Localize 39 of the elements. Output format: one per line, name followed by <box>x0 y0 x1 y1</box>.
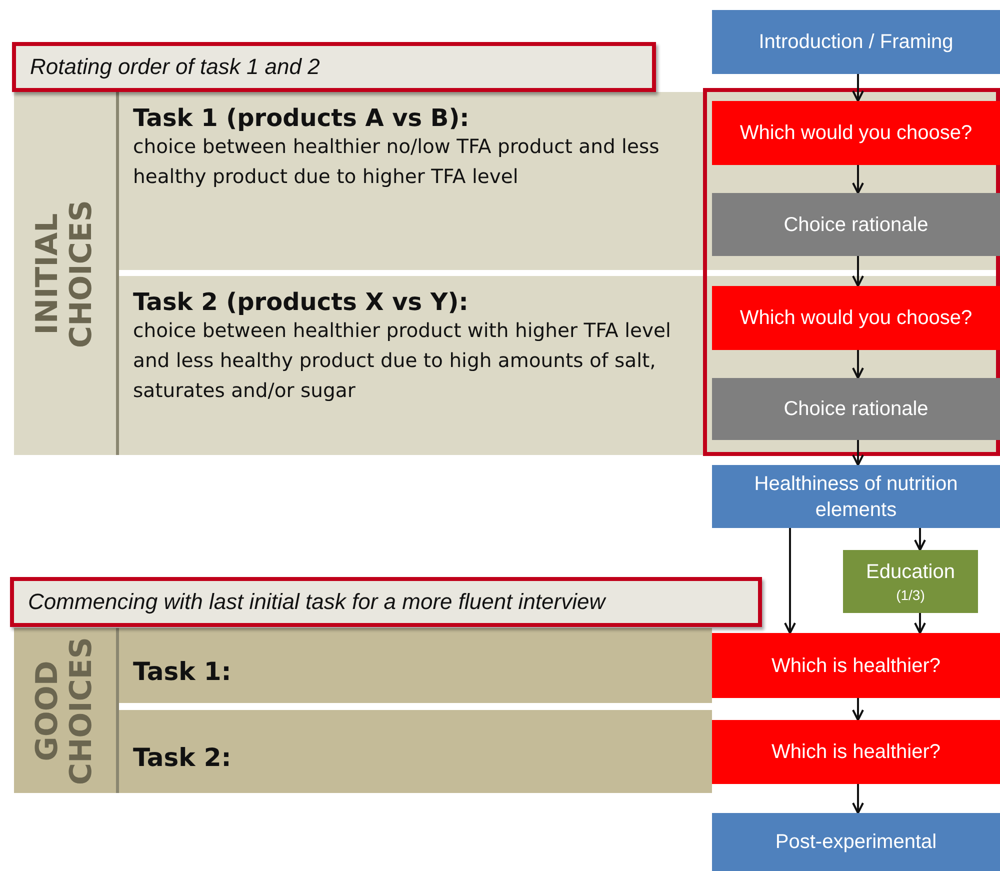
arrow <box>914 613 926 634</box>
arrow <box>852 165 864 194</box>
note-box: Rotating order of task 1 and 2 <box>12 42 656 92</box>
arrow <box>914 528 926 551</box>
section-band <box>14 92 119 455</box>
arrow <box>852 74 864 102</box>
question-box: Which would you choose? <box>712 101 1000 165</box>
arrow <box>852 350 864 379</box>
section-band <box>14 628 119 793</box>
process-box: Choice rationale <box>712 378 1000 440</box>
note-box: Commencing with last initial task for a more fluent interview <box>10 577 762 627</box>
arrow <box>784 528 796 634</box>
box-title: Education <box>866 560 955 584</box>
task-heading: Task 1 (products A vs B): <box>133 104 470 132</box>
task-description: choice between healthier no/low TFA product and less healthy product due to higher TFA level <box>133 134 660 190</box>
task-row <box>119 276 703 455</box>
arrow <box>852 440 864 466</box>
arrow <box>852 698 864 721</box>
box-note: (1/3) <box>896 586 925 604</box>
task-description: choice between healthier product with higher TFA level and less healthy product due to high amounts of salt, saturates and/or sugar <box>133 318 672 404</box>
task-row <box>119 92 703 270</box>
process-box: Healthiness of nutrition elements <box>712 465 1000 528</box>
process-box: Choice rationale <box>712 193 1000 256</box>
section-label: GOOD CHOICES <box>31 636 99 786</box>
task-row <box>119 710 712 793</box>
process-box: Introduction / Framing <box>712 10 1000 74</box>
task-heading: Task 2 (products X vs Y): <box>133 288 470 316</box>
process-box: Post-experimental <box>712 813 1000 871</box>
question-box: Which is healthier? <box>712 633 1000 698</box>
task-heading: Task 2: <box>133 743 232 772</box>
task-heading: Task 1: <box>133 657 232 686</box>
question-box: Which would you choose? <box>712 286 1000 350</box>
section-label: INITIAL CHOICES <box>31 198 99 350</box>
arrow <box>852 784 864 814</box>
question-box: Which is healthier? <box>712 720 1000 784</box>
process-box <box>843 550 978 613</box>
arrow <box>852 256 864 287</box>
task-row <box>119 628 712 703</box>
group-frame <box>703 88 1000 456</box>
